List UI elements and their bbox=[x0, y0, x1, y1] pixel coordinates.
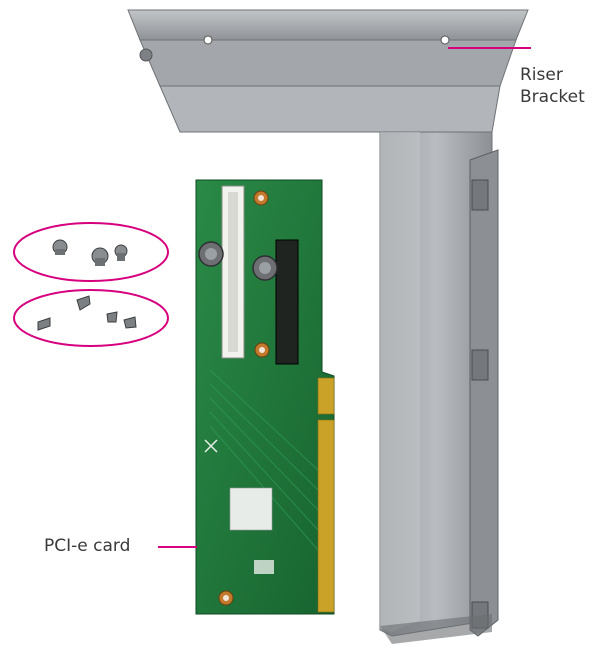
mount-hole-right bbox=[440, 35, 450, 45]
screw-icon bbox=[114, 244, 128, 261]
screw-group-bottom-outline bbox=[13, 289, 169, 347]
label-sticker bbox=[229, 487, 273, 531]
pcie-riser-card bbox=[195, 179, 335, 615]
screw-icon bbox=[37, 317, 51, 331]
screw-icon bbox=[52, 239, 68, 255]
screw-set-top bbox=[13, 222, 169, 282]
screw-icon bbox=[76, 295, 91, 311]
mount-hole-left bbox=[203, 35, 213, 45]
gold-edge-contacts bbox=[317, 377, 335, 613]
riser-bracket-label-line1: Riser bbox=[520, 65, 563, 85]
pcie-card-label: PCI-e card bbox=[44, 536, 131, 556]
pcie-connector bbox=[275, 239, 299, 365]
riser-bracket bbox=[127, 9, 529, 644]
screw-group-top-outline bbox=[13, 222, 169, 282]
screw-icon bbox=[106, 311, 118, 323]
riser-bracket-label: Riser Bracket bbox=[520, 64, 585, 108]
screw-set-bottom bbox=[13, 289, 169, 347]
screw-icon bbox=[91, 247, 109, 266]
silkscreen-bin-icon bbox=[204, 439, 218, 453]
screw-icon bbox=[123, 316, 137, 329]
riser-bracket-label-line2: Bracket bbox=[520, 87, 585, 107]
